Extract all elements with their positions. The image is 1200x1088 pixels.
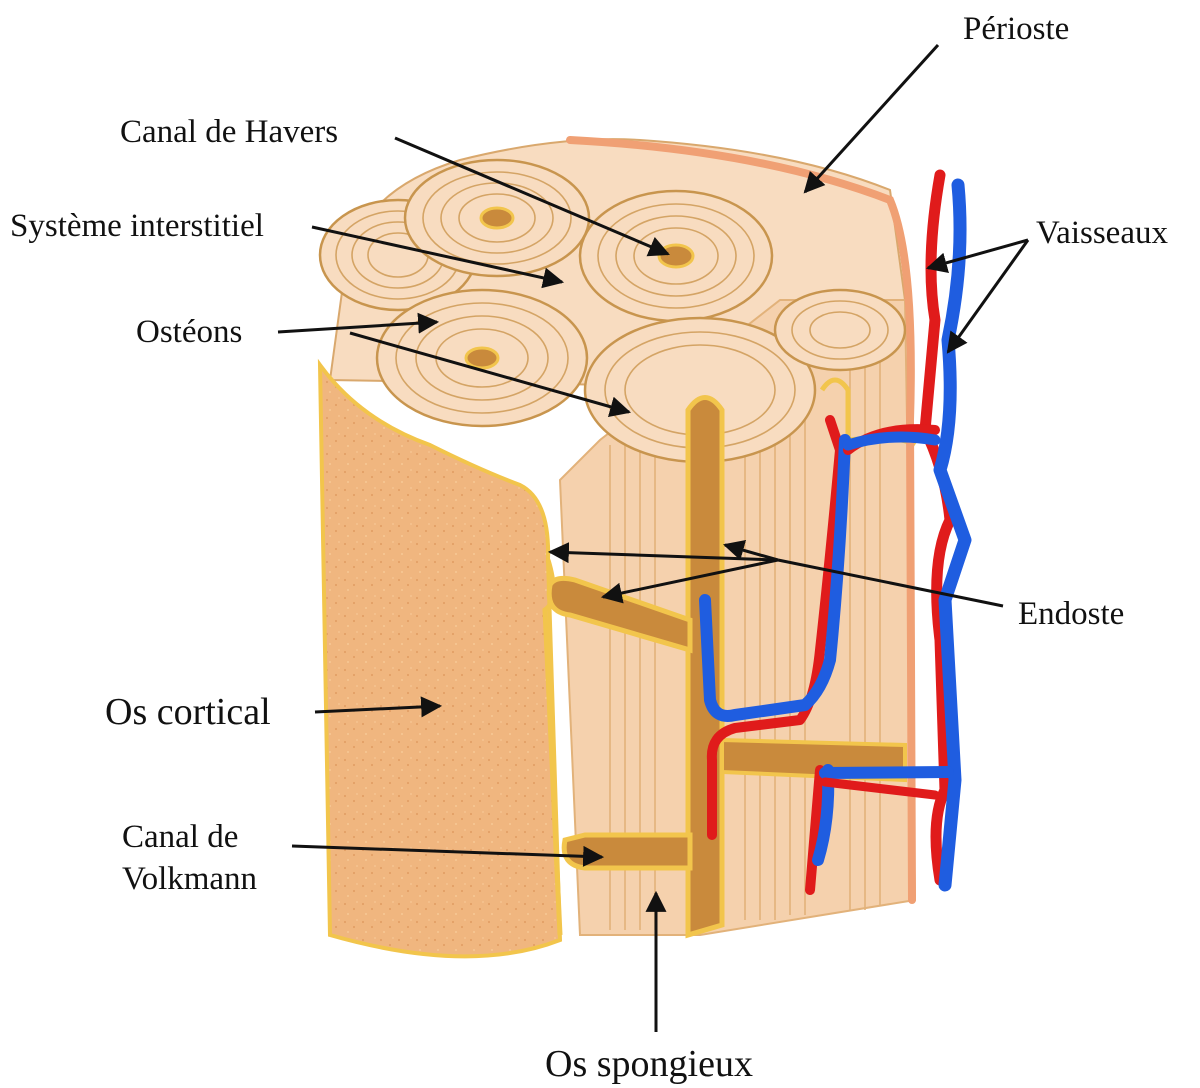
label-volkmann-canal: Canal de Volkmann	[122, 816, 257, 900]
spongy-bone-block	[320, 365, 560, 956]
osteon-center	[580, 191, 772, 321]
volkmann-canal-lower	[564, 835, 690, 868]
osteon-lower-left	[377, 290, 587, 426]
osteon-right	[775, 290, 905, 370]
arrow-vessels-1	[928, 240, 1028, 268]
label-cortical-bone: Os cortical	[105, 693, 271, 731]
label-periosteum: Périoste	[963, 13, 1069, 46]
label-osteons: Ostéons	[136, 316, 242, 349]
label-interstitial-system: Système interstitiel	[10, 210, 264, 243]
label-haversian-canal: Canal de Havers	[120, 116, 338, 149]
label-vessels: Vaisseaux	[1036, 217, 1168, 250]
label-spongy-bone: Os spongieux	[545, 1045, 753, 1083]
osteon-top	[405, 160, 589, 276]
arrow-periosteum	[805, 45, 938, 192]
label-endosteum: Endoste	[1018, 598, 1124, 631]
